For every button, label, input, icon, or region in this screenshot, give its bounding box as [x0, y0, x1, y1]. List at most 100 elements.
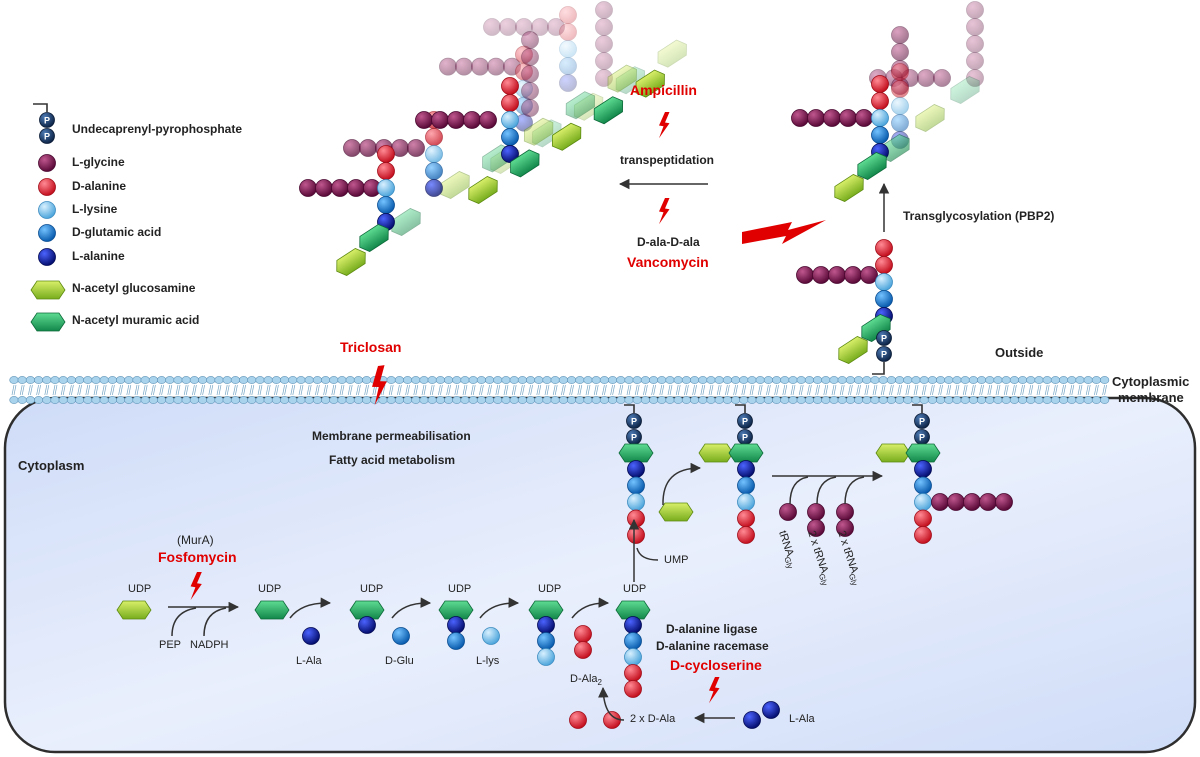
lipid-ii-phosphate-2: P	[737, 429, 753, 445]
trna-curve-1	[789, 476, 809, 505]
legend-label-pp: Undecaprenyl-pyrophosphate	[72, 122, 242, 136]
gly-residue	[463, 111, 481, 129]
lipid-ii-murnac	[728, 443, 764, 463]
d-glu-substrate	[392, 627, 410, 645]
trna-glycine	[807, 503, 825, 521]
dala-residue	[377, 145, 395, 163]
gly-residue	[415, 111, 433, 129]
glu-residue	[914, 476, 932, 495]
gly-residue	[947, 493, 965, 511]
glu-residue	[875, 290, 893, 308]
udp-murnac-dipeptide	[438, 600, 474, 620]
gly-residue	[966, 1, 984, 19]
lala-residue	[447, 616, 465, 634]
dala-residue	[425, 128, 443, 146]
legend-l-lysine-icon	[38, 201, 56, 219]
ligase-curve	[598, 686, 625, 721]
gly-residue	[855, 109, 873, 127]
triclosan-bolt	[372, 365, 387, 406]
peptidoglycan-top-right	[791, 1, 984, 202]
phosphate-letter: P	[742, 417, 748, 427]
l-ala-free	[743, 711, 761, 729]
lipid-ii-gly-glcnac	[875, 443, 911, 463]
phosphate-letter: P	[881, 350, 887, 360]
dala-ligase-label: D-alanine ligase	[666, 622, 758, 636]
d-ala-free	[603, 711, 621, 729]
gly-residue	[995, 493, 1013, 511]
udp-label-3: UDP	[360, 583, 383, 595]
fosfomycin-label: Fosfomycin	[158, 549, 237, 565]
d-cycloserine-bolt	[709, 677, 720, 704]
udp-murnac	[254, 600, 290, 620]
triclosan-label: Triclosan	[340, 339, 401, 355]
gly-residue	[347, 179, 365, 197]
gly-residue	[791, 109, 809, 127]
lys-residue	[737, 493, 755, 511]
legend-label-gly: L-glycine	[72, 155, 125, 169]
dala-residue	[737, 509, 755, 528]
ampicillin-label: Ampicillin	[630, 82, 697, 98]
membrane-label-line2: membrane	[1118, 390, 1184, 405]
gly-residue	[917, 69, 935, 87]
legend-glycine-icon	[38, 154, 56, 172]
glu-residue	[871, 126, 889, 144]
ump-curve	[636, 547, 659, 561]
gly-residue	[483, 18, 501, 36]
d-cycloserine-label: D-cycloserine	[670, 657, 762, 673]
lala-residue	[537, 616, 555, 634]
gly-residue	[521, 65, 539, 83]
lys-residue	[537, 648, 555, 666]
trna-glycine	[836, 519, 854, 537]
udp-murnac-pentapeptide	[615, 600, 651, 620]
glu-residue	[891, 114, 909, 132]
l-lys-step-arrow	[479, 597, 520, 619]
dala-residue	[875, 256, 893, 274]
gly-residue	[521, 82, 539, 100]
membrane-permeabilisation-label: Membrane permeabilisation	[312, 429, 471, 443]
gly-residue	[407, 139, 425, 157]
pep-label: PEP	[159, 639, 181, 651]
phosphate-letter: P	[44, 132, 50, 142]
gly-residue	[343, 139, 361, 157]
legend-label-dala: D-alanine	[72, 179, 126, 193]
udp-label-2: UDP	[258, 583, 281, 595]
gly-residue	[828, 266, 846, 284]
legend-d-alanine-icon	[38, 178, 56, 196]
n-acetyl-glucosamine	[838, 336, 868, 364]
n-acetyl-glucosamine	[657, 39, 687, 68]
lys-residue	[501, 111, 519, 129]
gly-residue	[479, 111, 497, 129]
d-ala-dipeptide	[574, 641, 592, 659]
dala-residue	[501, 94, 519, 112]
outside-phosphate-1: P	[876, 330, 892, 346]
udp-murnac-tripeptide	[528, 600, 564, 620]
gly-residue	[839, 109, 857, 127]
phosphate-letter: P	[44, 116, 50, 126]
pep-curve	[171, 607, 197, 637]
outside-undecaprenyl-chain	[872, 362, 885, 375]
gly-residue	[891, 43, 909, 61]
d-ala2-label: D-Ala2	[570, 673, 603, 687]
dala-residue	[871, 92, 889, 110]
dala-residue	[624, 664, 642, 682]
gly-residue	[807, 109, 825, 127]
n-acetyl-glucosamine	[523, 117, 554, 146]
gly-residue	[966, 35, 984, 53]
lys-residue	[871, 109, 889, 127]
gly-residue	[447, 111, 465, 129]
lipid-ii-phosphate-1: P	[737, 413, 753, 429]
gly-residue	[521, 48, 539, 66]
lys-residue	[891, 97, 909, 115]
gly-residue	[844, 266, 862, 284]
lys-residue	[875, 273, 893, 291]
legend-d-glutamic-icon	[38, 224, 56, 242]
dala-residue	[627, 526, 645, 544]
udp-pathway	[116, 600, 780, 729]
legend-phosphate-1: P	[39, 112, 55, 128]
n-acetyl-glucosamine	[915, 104, 945, 132]
lys-residue	[624, 648, 642, 666]
legend-phosphate-2: P	[39, 128, 55, 144]
ampicillin-bolt	[659, 112, 670, 139]
